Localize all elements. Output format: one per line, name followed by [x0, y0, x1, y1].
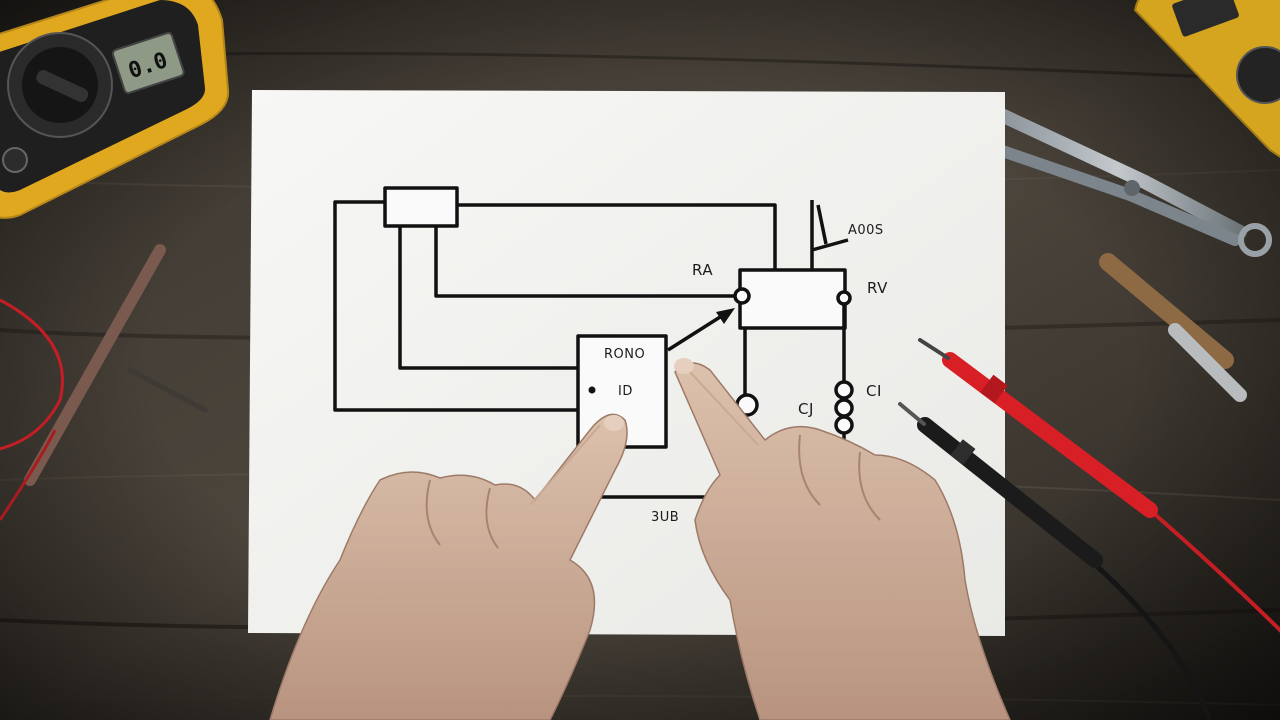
wire-outer-loop	[333, 200, 580, 412]
label-relay-v: RV	[867, 279, 888, 297]
screwdriver-left	[24, 244, 208, 486]
label-center-sub: ID	[618, 384, 633, 399]
resistor-top	[383, 186, 459, 228]
probe-black	[898, 402, 1213, 720]
wire-top	[457, 203, 777, 270]
circuit-diagram	[333, 186, 854, 499]
right-hand	[674, 358, 1011, 720]
left-index-finger	[529, 424, 601, 506]
left-fingernail	[604, 415, 624, 431]
right-index-finger	[689, 371, 759, 446]
left-hand	[269, 413, 628, 720]
right-fingernail	[674, 358, 694, 374]
pliers	[979, 105, 1272, 257]
multimeter-right	[1133, 0, 1280, 158]
wire-stripper	[1099, 253, 1247, 402]
label-capacitor-left: CJ	[798, 400, 814, 418]
multimeter-left: 0.0	[0, 0, 230, 219]
meter-display: 0.0	[111, 31, 185, 94]
label-bottom: 3UB	[651, 510, 679, 525]
coil-turn-3	[834, 415, 854, 435]
label-relay-a: RA	[692, 261, 713, 279]
red-wire-left	[0, 298, 64, 521]
coil-turn-1	[834, 380, 854, 400]
relay-node-right	[836, 290, 852, 306]
coil-turn-2	[834, 398, 854, 418]
relay-node-left	[733, 287, 751, 305]
signal-arrow	[667, 310, 729, 352]
wire-inner-2	[434, 226, 737, 298]
diagram-labels: A00S RA RV RONO ID CJ CI 3UB	[604, 223, 888, 525]
label-center-block: RONO	[604, 347, 645, 362]
label-capacitor-right: CI	[866, 382, 882, 400]
probe-red	[918, 338, 1280, 633]
relay-block	[738, 268, 847, 330]
label-top-right: A00S	[848, 223, 884, 238]
signal-arrow-head	[716, 308, 735, 324]
wire-inner-1	[398, 226, 580, 370]
